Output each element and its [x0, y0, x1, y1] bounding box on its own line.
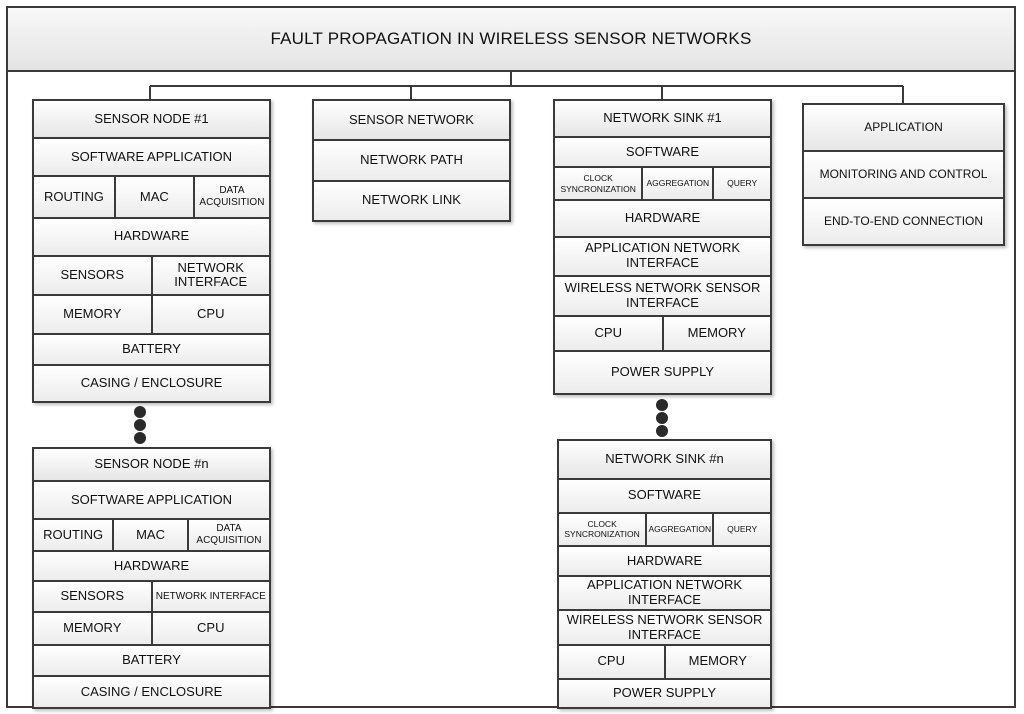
diagram-title: FAULT PROPAGATION IN WIRELESS SENSOR NET… [8, 8, 1014, 72]
sensor-node-n-casing: CASING / ENCLOSURE [34, 677, 269, 707]
network-sink-1-clock-sync: CLOCK SYNCRONIZATION [555, 168, 642, 200]
sensor-node-1-hardware: HARDWARE [34, 218, 269, 255]
sensor-node-1-sensors: SENSORS [34, 256, 151, 295]
network-sink-n-power-supply: POWER SUPPLY [559, 679, 770, 707]
sensor-node-n-cpu: CPU [152, 613, 269, 644]
sensor-node-1-battery: BATTERY [34, 335, 269, 364]
application-monitoring-control: MONITORING AND CONTROL [804, 152, 1003, 197]
network-sink-n-clock-sync: CLOCK SYNCRONIZATION [559, 513, 646, 546]
sensor-node-n-mac: MAC [114, 519, 187, 551]
sensor-node-n-network-interface: NETWORK INTERFACE [152, 581, 269, 612]
sensor-network-link: NETWORK LINK [314, 181, 509, 220]
sensor-node-1-data-acquisition: DATA ACQUISITION [194, 177, 269, 217]
sensor-node-1-software-application: SOFTWARE APPLICATION [34, 139, 269, 176]
network-sink-1-aggregation: AGGREGATION [643, 168, 713, 200]
network-sink-n-query: QUERY [714, 513, 770, 546]
application-block: APPLICATION MONITORING AND CONTROL END-T… [802, 103, 1005, 246]
ellipsis-dot-icon [656, 425, 668, 437]
sensor-node-1-memory: MEMORY [34, 296, 151, 334]
network-sink-1-query: QUERY [714, 168, 770, 200]
ellipsis-dot-icon [656, 399, 668, 411]
sensor-network-path: NETWORK PATH [314, 141, 509, 180]
diagram-title-text: FAULT PROPAGATION IN WIRELESS SENSOR NET… [270, 29, 752, 48]
sensor-node-n-header: SENSOR NODE #n [34, 449, 269, 481]
network-sink-1-hardware: HARDWARE [555, 201, 770, 236]
sensor-node-n-block: SENSOR NODE #n SOFTWARE APPLICATION ROUT… [32, 447, 271, 709]
sensor-node-1-routing: ROUTING [34, 177, 114, 217]
network-sink-n-wsn-interface: WIRELESS NETWORK SENSOR INTERFACE [559, 610, 770, 645]
ellipsis-dot-icon [134, 432, 146, 444]
application-header: APPLICATION [804, 105, 1003, 150]
network-sink-1-cpu: CPU [555, 317, 662, 351]
sensor-node-n-memory: MEMORY [34, 613, 151, 644]
sensor-node-n-sensors: SENSORS [34, 581, 151, 612]
network-sink-1-app-net-interface: APPLICATION NETWORK INTERFACE [555, 237, 770, 275]
sensor-node-1-header: SENSOR NODE #1 [34, 101, 269, 138]
network-sink-n-memory: MEMORY [665, 646, 770, 678]
sensor-node-n-battery: BATTERY [34, 645, 269, 676]
sensor-node-1-network-interface: NETWORK INTERFACE [152, 256, 269, 295]
sensor-node-n-routing: ROUTING [34, 519, 113, 551]
network-sink-1-header: NETWORK SINK #1 [555, 101, 770, 136]
network-sink-1-software: SOFTWARE [555, 137, 770, 167]
application-end-to-end: END-TO-END CONNECTION [804, 199, 1003, 244]
network-sink-n-hardware: HARDWARE [559, 547, 770, 576]
network-sink-n-aggregation: AGGREGATION [647, 513, 713, 546]
sensor-node-1-block: SENSOR NODE #1 SOFTWARE APPLICATION ROUT… [32, 99, 271, 403]
sensor-network-block: SENSOR NETWORK NETWORK PATH NETWORK LINK [312, 99, 511, 222]
sensor-node-1-mac: MAC [115, 177, 193, 217]
network-sink-1-wsn-interface: WIRELESS NETWORK SENSOR INTERFACE [555, 276, 770, 316]
sensor-node-1-cpu: CPU [152, 296, 269, 334]
network-sink-1-memory: MEMORY [663, 317, 770, 351]
ellipsis-dot-icon [656, 412, 668, 424]
network-sink-n-app-net-interface: APPLICATION NETWORK INTERFACE [559, 577, 770, 609]
network-sink-n-block: NETWORK SINK #n SOFTWARE CLOCK SYNCRONIZ… [557, 439, 772, 709]
network-sink-n-software: SOFTWARE [559, 480, 770, 512]
sensor-node-n-data-acquisition: DATA ACQUISITION [188, 519, 269, 551]
network-sink-1-block: NETWORK SINK #1 SOFTWARE CLOCK SYNCRONIZ… [553, 99, 772, 395]
ellipsis-dot-icon [134, 406, 146, 418]
sensor-node-1-casing: CASING / ENCLOSURE [34, 365, 269, 401]
network-sink-n-cpu: CPU [559, 646, 664, 678]
ellipsis-dot-icon [134, 419, 146, 431]
network-sink-n-header: NETWORK SINK #n [559, 441, 770, 479]
sensor-network-header: SENSOR NETWORK [314, 101, 509, 140]
sensor-node-n-hardware: HARDWARE [34, 552, 269, 580]
sensor-node-n-software-application: SOFTWARE APPLICATION [34, 482, 269, 518]
network-sink-1-power-supply: POWER SUPPLY [555, 352, 770, 393]
